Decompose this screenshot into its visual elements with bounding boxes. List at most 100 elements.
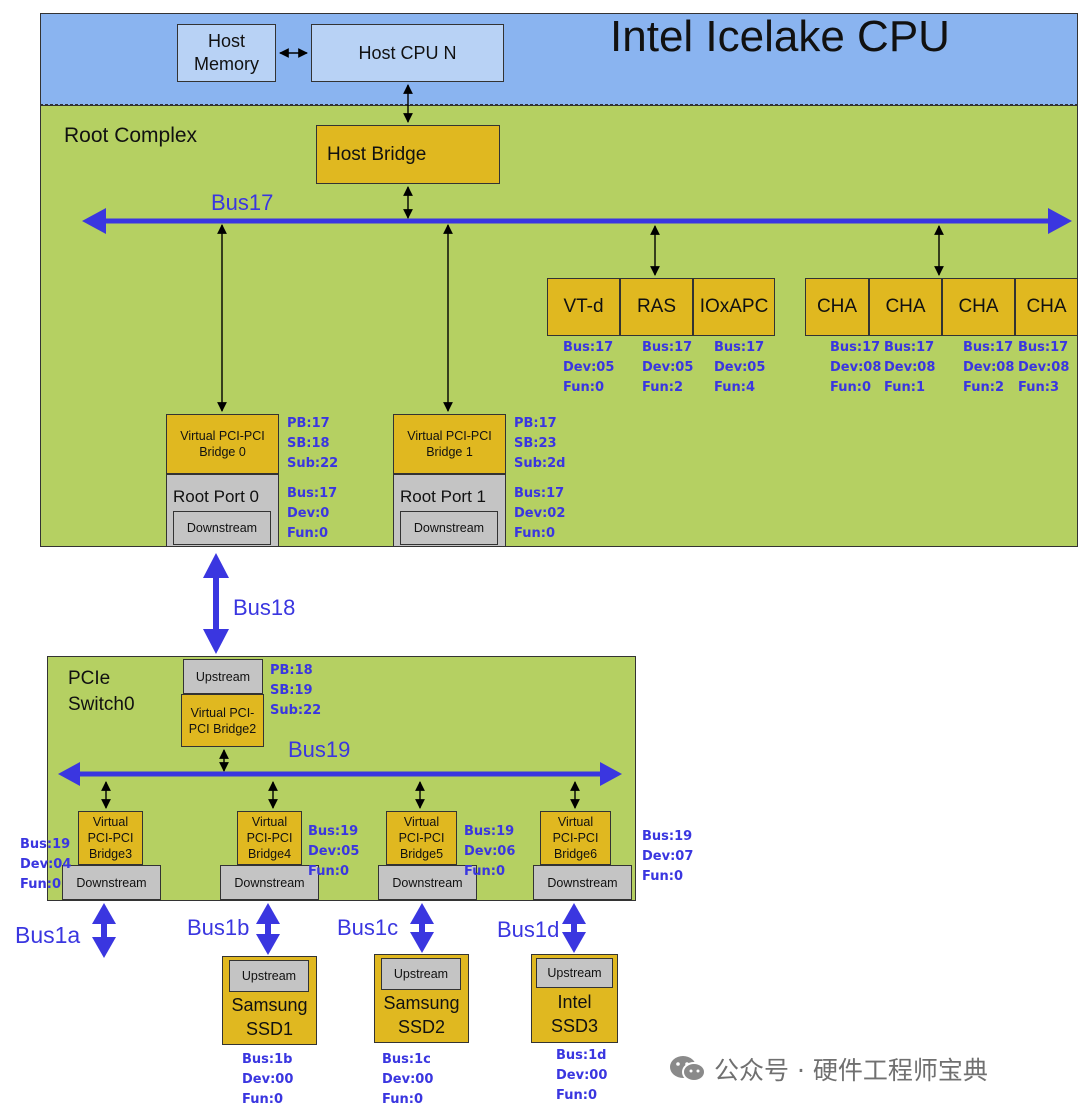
bus1d-label: Bus1d: [497, 917, 560, 942]
cha-info-1: Bus:17 Dev:08 Fun:1: [884, 340, 936, 395]
switch-port-6-info: Bus:19 Dev:07 Fun:0: [642, 829, 694, 884]
switch-label: PCIe Switch0: [68, 668, 135, 715]
virtual-bridge-3-label: Virtual PCI-PCI Bridge3: [87, 815, 134, 861]
ssd3-box: Upstream Intel SSD3: [531, 954, 618, 1043]
host-bridge-label: Host Bridge: [327, 143, 427, 165]
cpu-title: Intel Icelake CPU: [610, 12, 950, 61]
root-port-1-downstream: Downstream: [400, 511, 498, 545]
host-bridge-box: Host Bridge: [316, 125, 500, 184]
ssd2-name: Samsung SSD2: [383, 993, 460, 1037]
root-port-1-label: Root Port 1: [400, 487, 486, 506]
root-port-1-info: Bus:17 Dev:02 Fun:0: [514, 486, 566, 541]
ssd3-info: Bus:1d Dev:00 Fun:0: [556, 1048, 608, 1103]
switch-downstream-4: Downstream: [220, 865, 319, 900]
virtual-bridge-2-info: PB:18 SB:19 Sub:22: [270, 663, 322, 718]
ras-label: RAS: [636, 296, 677, 317]
bus1d-arrow: [562, 903, 586, 953]
virtual-bridge-1: Virtual PCI-PCI Bridge 1: [393, 414, 506, 474]
bus1c-label: Bus1c: [337, 915, 399, 940]
cha-label-0: CHA: [816, 296, 858, 317]
cha-device-3: CHA: [1015, 278, 1078, 336]
cha-info-0: Bus:17 Dev:08 Fun:0: [830, 340, 882, 395]
ssd1-name: Samsung SSD1: [231, 995, 308, 1039]
vtd-info: Bus:17 Dev:05 Fun:0: [563, 340, 615, 395]
switch-downstream-3: Downstream: [62, 865, 161, 900]
ssd3-name: Intel SSD3: [550, 992, 599, 1036]
virtual-bridge-4-label: Virtual PCI-PCI Bridge4: [246, 815, 293, 861]
switch-port-3-info: Bus:19 Dev:04 Fun:0: [20, 837, 72, 892]
cha-label-3: CHA: [1026, 296, 1067, 317]
ioxapc-device: IOxAPC: [693, 278, 775, 336]
virtual-bridge-5-label: Virtual PCI-PCI Bridge5: [398, 815, 445, 861]
vtd-label: VT-d: [563, 296, 604, 317]
switch-downstream-4-label: Downstream: [234, 875, 305, 890]
switch-upstream: Upstream: [183, 659, 263, 694]
watermark-text: 公众号 · 硬件工程师宝典: [714, 1056, 988, 1085]
virtual-bridge-1-info: PB:17 SB:23 Sub:2d: [514, 416, 566, 471]
ssd1-upstream-label: Upstream: [241, 969, 297, 983]
switch-downstream-5: Downstream: [378, 865, 477, 900]
bus1a-label: Bus1a: [15, 922, 81, 948]
root-port-1: Root Port 1 Downstream: [393, 474, 506, 547]
ioxapc-label: IOxAPC: [699, 296, 769, 317]
switch-downstream-5-label: Downstream: [392, 875, 463, 890]
cha-label-1: CHA: [885, 296, 926, 317]
bus1a-arrow: [92, 903, 116, 958]
cha-device-2: CHA: [942, 278, 1015, 336]
host-memory-box: Host Memory: [177, 24, 276, 82]
ras-info: Bus:17 Dev:05 Fun:2: [642, 340, 694, 395]
switch-downstream-6: Downstream: [533, 865, 632, 900]
ssd3-upstream-label: Upstream: [547, 966, 602, 980]
cha-info-2: Bus:17 Dev:08 Fun:2: [963, 340, 1015, 395]
cha-label-2: CHA: [958, 296, 999, 317]
watermark: 公众号 · 硬件工程师宝典: [668, 1052, 988, 1086]
wechat-icon: [670, 1056, 706, 1082]
ioxapc-info: Bus:17 Dev:05 Fun:4: [714, 340, 766, 395]
root-port-0-downstream: Downstream: [173, 511, 271, 545]
host-cpu-label: Host CPU N: [358, 42, 457, 63]
vtd-device: VT-d: [547, 278, 620, 336]
ssd2-box: Upstream Samsung SSD2: [374, 954, 469, 1043]
ssd2-info: Bus:1c Dev:00 Fun:0: [382, 1052, 434, 1107]
pcie-switch-region: [47, 656, 636, 901]
bus1b-arrow: [256, 903, 280, 955]
root-port-1-downstream-label: Downstream: [413, 521, 485, 535]
ssd2-upstream: Upstream: [381, 958, 461, 990]
cha-device-1: CHA: [869, 278, 942, 336]
switch-upstream-label: Upstream: [195, 669, 251, 684]
switch-downstream-6-label: Downstream: [547, 875, 618, 890]
root-complex-dashed-top: [40, 104, 1078, 105]
root-port-0-downstream-label: Downstream: [186, 521, 258, 535]
virtual-bridge-4: Virtual PCI-PCI Bridge4: [237, 811, 302, 865]
bus18-arrow: [203, 553, 229, 654]
host-memory-label: Host Memory: [193, 31, 259, 74]
virtual-bridge-2-label: Virtual PCI-PCI Bridge2: [188, 705, 257, 736]
cha-device-0: CHA: [805, 278, 869, 336]
virtual-bridge-0: Virtual PCI-PCI Bridge 0: [166, 414, 279, 474]
virtual-bridge-6-label: Virtual PCI-PCI Bridge6: [552, 815, 599, 861]
root-complex-label: Root Complex: [64, 124, 198, 147]
ssd3-upstream: Upstream: [536, 958, 613, 988]
bus1c-arrow: [410, 903, 434, 953]
ssd1-info: Bus:1b Dev:00 Fun:0: [242, 1052, 294, 1107]
root-port-0-label: Root Port 0: [173, 487, 259, 506]
switch-port-4-info: Bus:19 Dev:05 Fun:0: [308, 824, 360, 879]
bus19-label: Bus19: [288, 737, 351, 762]
switch-port-5-info: Bus:19 Dev:06 Fun:0: [464, 824, 516, 879]
virtual-bridge-6: Virtual PCI-PCI Bridge6: [540, 811, 611, 865]
root-port-0: Root Port 0 Downstream: [166, 474, 279, 547]
bus18-label: Bus18: [233, 595, 296, 620]
virtual-bridge-1-label: Virtual PCI-PCI Bridge 1: [407, 429, 492, 459]
ssd1-upstream: Upstream: [229, 960, 309, 992]
ssd1-box: Upstream Samsung SSD1: [222, 956, 317, 1045]
ras-device: RAS: [620, 278, 693, 336]
virtual-bridge-5: Virtual PCI-PCI Bridge5: [386, 811, 457, 865]
virtual-bridge-0-info: PB:17 SB:18 Sub:22: [287, 416, 339, 471]
cha-info-3: Bus:17 Dev:08 Fun:3: [1018, 340, 1070, 395]
virtual-bridge-0-label: Virtual PCI-PCI Bridge 0: [180, 429, 265, 459]
ssd2-upstream-label: Upstream: [393, 967, 449, 981]
host-cpu-box: Host CPU N: [311, 24, 504, 82]
virtual-bridge-3: Virtual PCI-PCI Bridge3: [78, 811, 143, 865]
virtual-bridge-2: Virtual PCI-PCI Bridge2: [181, 694, 264, 747]
bus17-label: Bus17: [211, 190, 274, 215]
